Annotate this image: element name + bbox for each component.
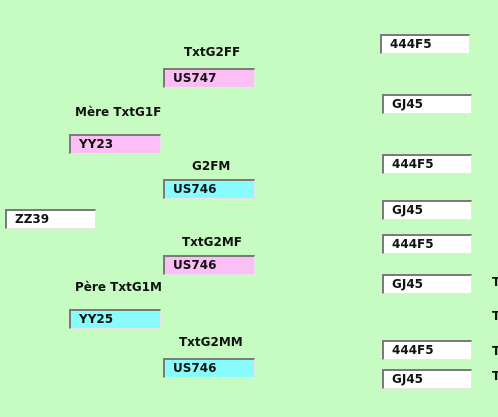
right-field-7[interactable]: 444F5 — [382, 340, 472, 360]
grandparent-mm-id-field[interactable]: US746 — [163, 358, 255, 378]
right-field-6[interactable]: GJ45 — [382, 274, 472, 294]
right-field-2[interactable]: GJ45 — [382, 94, 472, 114]
root-id-field[interactable]: ZZ39 — [5, 209, 96, 229]
mother-id-field[interactable]: YY23 — [69, 134, 161, 154]
right-field-3[interactable]: 444F5 — [382, 154, 472, 174]
grandparent-ff-label: TxtG2FF — [184, 45, 241, 59]
mother-label: Mère TxtG1F — [75, 105, 162, 119]
grandparent-ff-id-field[interactable]: US747 — [163, 68, 255, 88]
right-field-4[interactable]: GJ45 — [382, 200, 472, 220]
edge-label-2: T — [492, 310, 498, 322]
edge-label-3: T — [492, 345, 498, 357]
grandparent-mm-label: TxtG2MM — [179, 335, 243, 349]
right-field-5[interactable]: 444F5 — [382, 234, 472, 254]
father-id-field[interactable]: YY25 — [69, 309, 161, 329]
grandparent-mf-label: TxtG2MF — [182, 235, 242, 249]
grandparent-fm-label: G2FM — [192, 159, 231, 173]
edge-label-4: T — [492, 370, 498, 382]
right-field-1[interactable]: 444F5 — [380, 34, 470, 54]
edge-label-1: T — [492, 276, 498, 288]
grandparent-fm-id-field[interactable]: US746 — [163, 179, 255, 199]
father-label: Père TxtG1M — [75, 280, 162, 294]
grandparent-mf-id-field[interactable]: US746 — [163, 255, 255, 275]
right-field-8[interactable]: GJ45 — [382, 369, 472, 389]
